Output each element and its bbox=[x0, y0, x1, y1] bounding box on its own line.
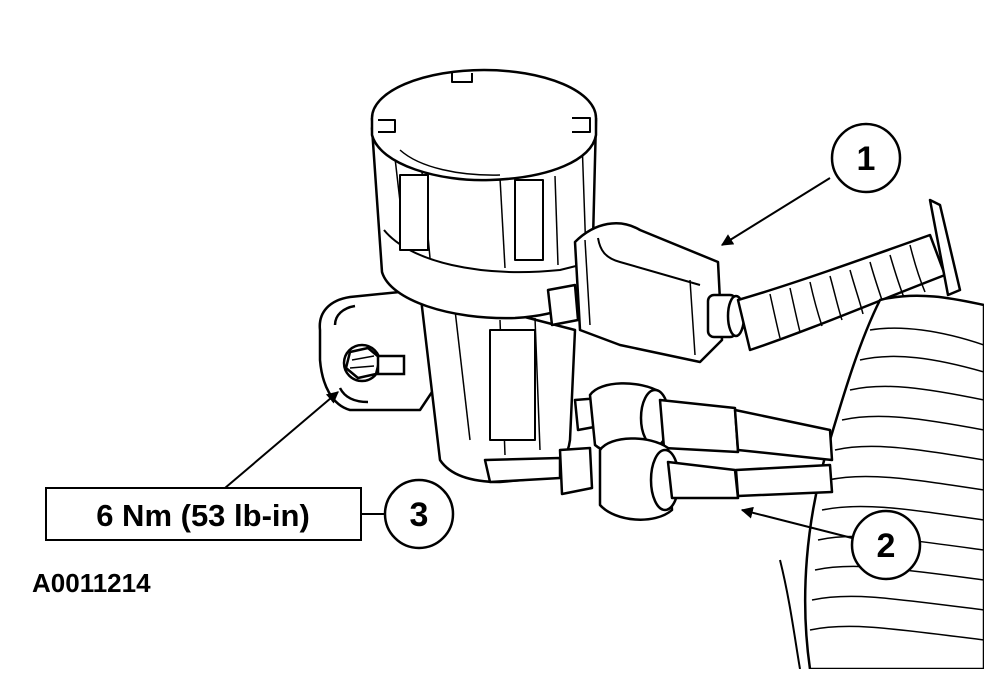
vacuum-hoses bbox=[558, 382, 834, 521]
torque-spec-box: 6 Nm (53 lb-in) bbox=[45, 487, 362, 541]
figure-id: A0011214 bbox=[32, 568, 151, 598]
solenoid-lower-body bbox=[418, 288, 577, 484]
wiring-harness bbox=[736, 198, 962, 352]
callout-1-label: 1 bbox=[857, 140, 876, 178]
mounting-bracket bbox=[318, 288, 442, 412]
electrical-connector bbox=[546, 222, 746, 364]
main-wire-loom bbox=[779, 294, 984, 671]
mounting-bolt bbox=[342, 343, 406, 383]
leader-2 bbox=[740, 506, 853, 539]
callout-3-label: 3 bbox=[410, 496, 429, 534]
leader-3 bbox=[224, 391, 339, 489]
callout-1: 1 bbox=[830, 122, 902, 194]
callout-2-label: 2 bbox=[877, 527, 896, 565]
callout-2: 2 bbox=[850, 509, 922, 581]
leader-1 bbox=[720, 177, 831, 246]
torque-spec-text: 6 Nm (53 lb-in) bbox=[96, 498, 310, 533]
callout-3: 3 bbox=[383, 478, 455, 550]
solenoid-cap bbox=[370, 68, 598, 182]
leader-lines bbox=[224, 177, 853, 539]
